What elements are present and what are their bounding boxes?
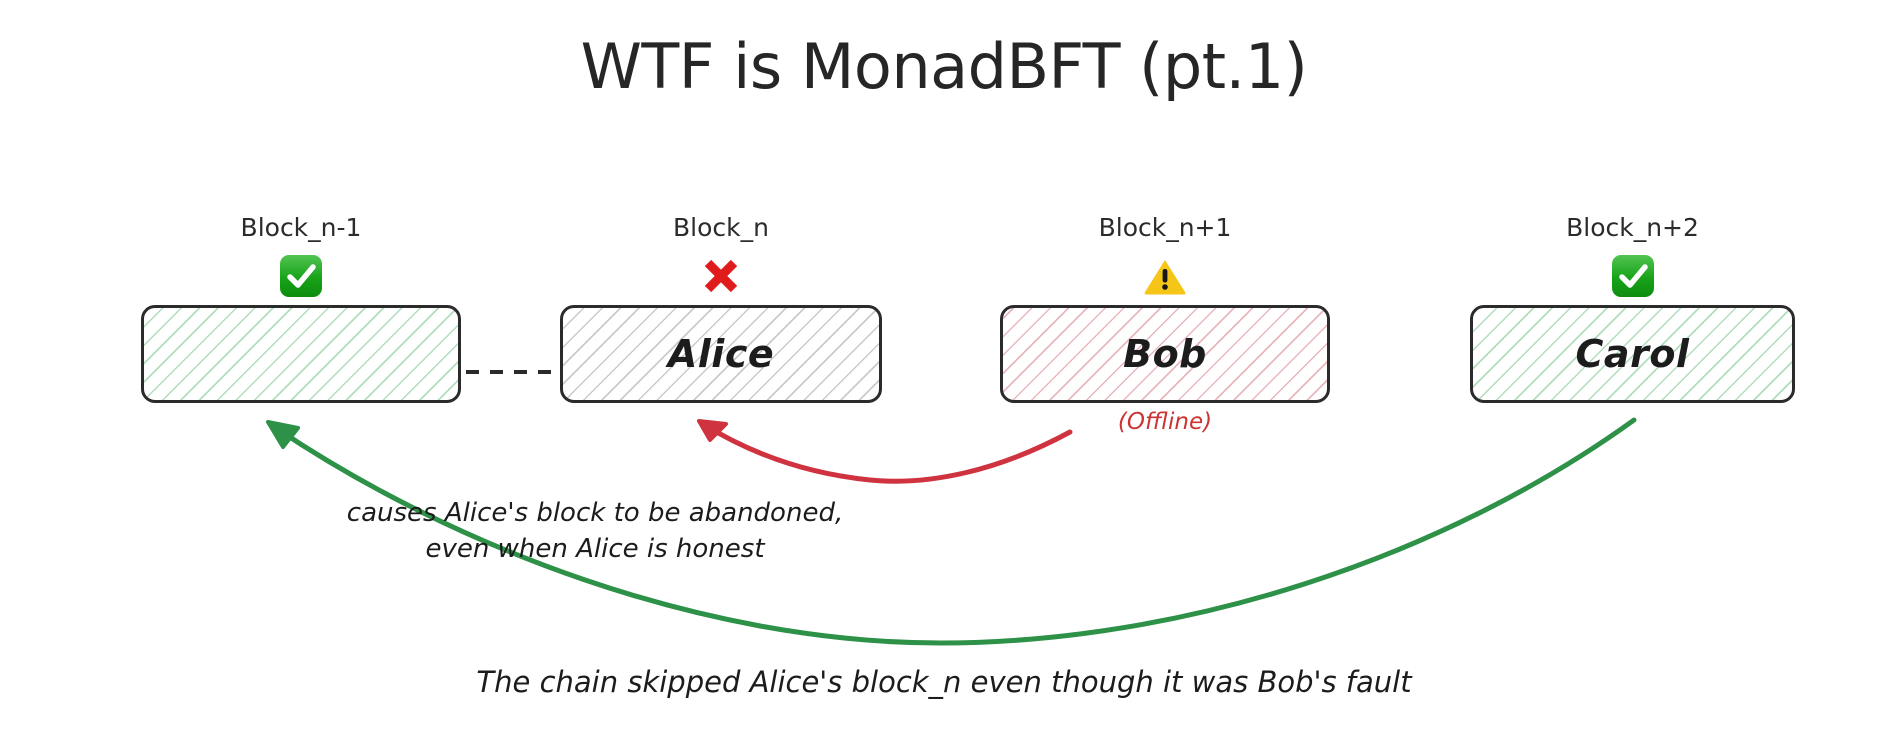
block-body[interactable]: Bob	[1000, 305, 1330, 403]
block-label: Block_n+2	[1566, 213, 1699, 242]
block-proposer-name: Bob	[1123, 332, 1207, 376]
block-body[interactable]: Alice	[560, 305, 882, 403]
block-proposer-name: Alice	[667, 332, 775, 376]
block-label: Block_n-1	[240, 213, 362, 242]
block-proposer-name: Carol	[1575, 332, 1690, 376]
status-icon-warning-triangle-icon	[1142, 253, 1188, 299]
block-label: Block_n	[673, 213, 769, 242]
red-arrow-annotation-line1: causes Alice's block to be abandoned,	[346, 498, 844, 528]
red-arrow-annotation: causes Alice's block to be abandoned, ev…	[0, 495, 1190, 567]
block-label: Block_n+1	[1098, 213, 1232, 242]
red-arrow-annotation-line2: even when Alice is honest	[425, 534, 765, 564]
status-icon-check-mark-button-icon	[1610, 253, 1656, 299]
block-body[interactable]	[141, 305, 461, 403]
block-body[interactable]: Carol	[1470, 305, 1795, 403]
status-icon-cross-mark-icon	[698, 253, 744, 299]
red-arrowhead	[697, 419, 728, 442]
green-arrowhead	[266, 420, 300, 449]
status-icon-check-mark-button-icon	[278, 253, 324, 299]
page-title: WTF is MonadBFT (pt.1)	[580, 30, 1308, 103]
block-offline-label: (Offline)	[1117, 409, 1213, 435]
green-arrow-annotation: The chain skipped Alice's block_n even t…	[476, 665, 1412, 699]
